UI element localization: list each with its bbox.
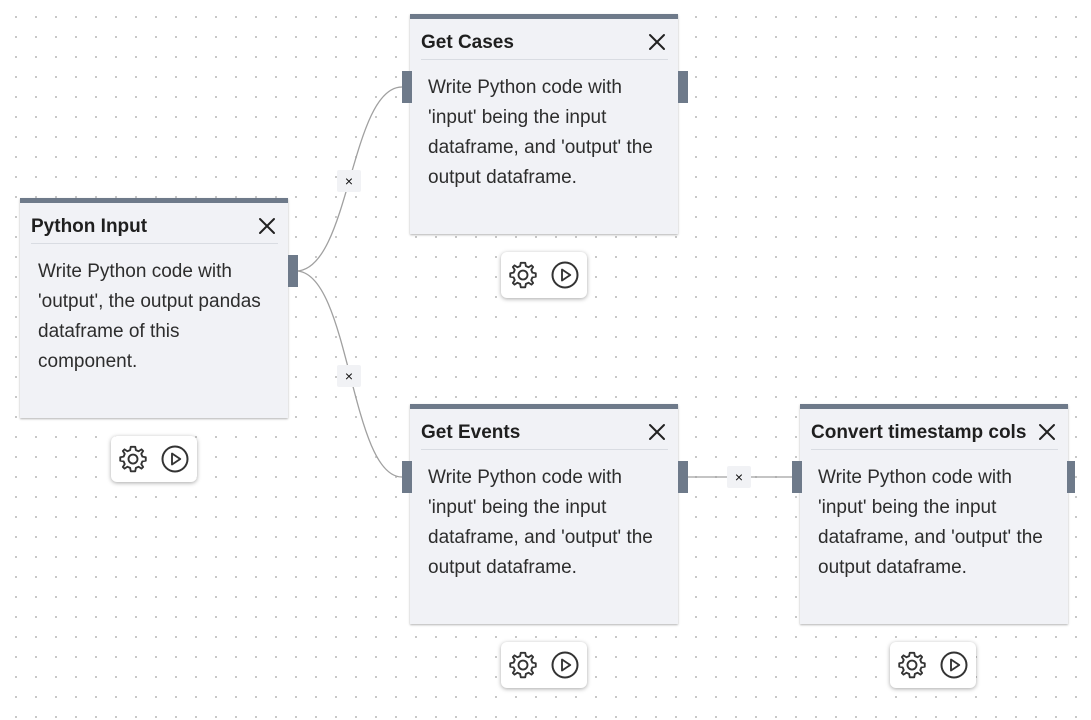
close-icon[interactable]	[646, 31, 668, 53]
edge-delete-button[interactable]: ×	[337, 365, 361, 387]
divider	[811, 449, 1058, 450]
edge-delete-button[interactable]: ×	[727, 466, 751, 488]
node-toolbar-convert-timestamp-cols	[890, 642, 976, 688]
node-description: Write Python code with 'input' being the…	[428, 467, 653, 578]
node-toolbar-get-cases	[501, 252, 587, 298]
node-get-cases[interactable]: Get Cases Write Python code with 'input'…	[402, 14, 688, 234]
node-toolbar-python-input	[111, 436, 197, 482]
close-icon[interactable]	[646, 421, 668, 443]
output-port[interactable]	[288, 255, 298, 287]
output-port[interactable]	[1067, 461, 1075, 493]
node-toolbar-get-events	[501, 642, 587, 688]
gear-icon[interactable]	[118, 444, 148, 474]
node-title: Python Input	[31, 216, 148, 237]
node-get-events[interactable]: Get Events Write Python code with 'input…	[402, 404, 688, 624]
close-icon[interactable]	[256, 215, 278, 237]
play-circle-icon[interactable]	[550, 260, 580, 290]
divider	[421, 449, 668, 450]
node-description: Write Python code with 'output', the out…	[38, 261, 261, 372]
node-title: Get Events	[421, 422, 521, 443]
input-port[interactable]	[792, 461, 802, 493]
output-port[interactable]	[678, 71, 688, 103]
node-description: Write Python code with 'input' being the…	[428, 77, 653, 188]
play-circle-icon[interactable]	[550, 650, 580, 680]
node-title: Convert timestamp cols	[811, 422, 1027, 443]
input-port[interactable]	[402, 461, 412, 493]
node-title: Get Cases	[421, 32, 514, 53]
gear-icon[interactable]	[508, 260, 538, 290]
node-description: Write Python code with 'input' being the…	[818, 467, 1043, 578]
node-convert-timestamp-cols[interactable]: Convert timestamp cols Write Python code…	[792, 404, 1075, 624]
play-circle-icon[interactable]	[939, 650, 969, 680]
input-port[interactable]	[402, 71, 412, 103]
node-python-input[interactable]: Python Input Write Python code with 'out…	[20, 198, 298, 418]
close-icon[interactable]	[1036, 421, 1058, 443]
divider	[421, 59, 668, 60]
gear-icon[interactable]	[897, 650, 927, 680]
gear-icon[interactable]	[508, 650, 538, 680]
output-port[interactable]	[678, 461, 688, 493]
play-circle-icon[interactable]	[160, 444, 190, 474]
divider	[31, 243, 278, 244]
edge-delete-button[interactable]: ×	[337, 170, 361, 192]
